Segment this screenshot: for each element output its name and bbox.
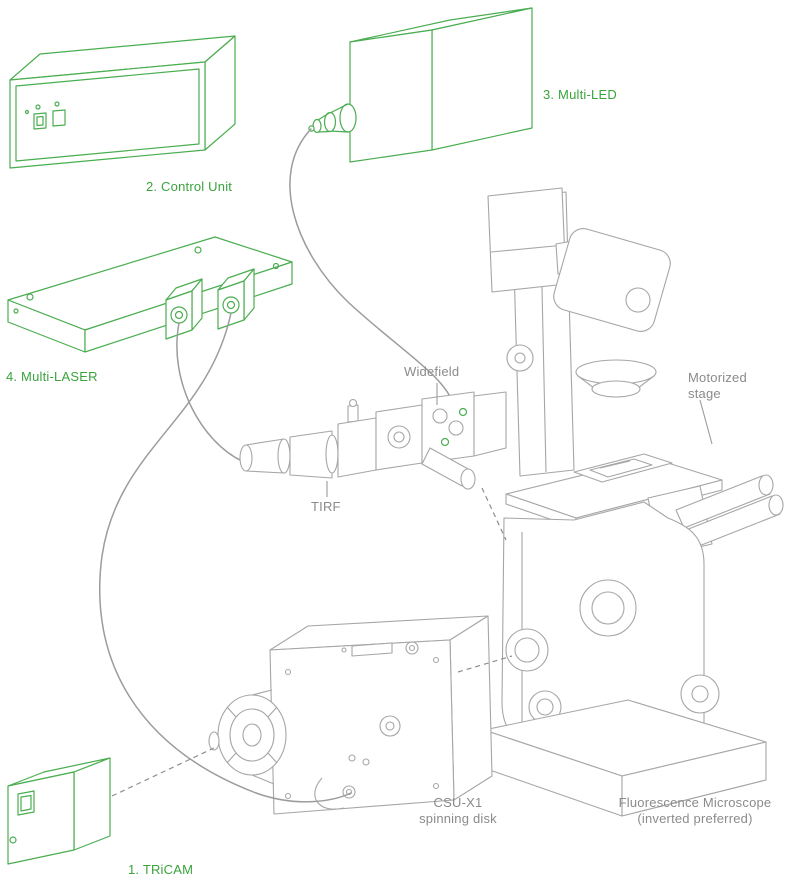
- csu-label: CSU-X1 spinning disk: [398, 795, 518, 827]
- multi-laser-illustration: [7, 236, 293, 353]
- motorized-stage-label: Motorized stage: [688, 370, 747, 402]
- tricam-illustration: [7, 757, 111, 865]
- multi-led-illustration: [308, 7, 533, 163]
- tirf-label: TIRF: [311, 499, 341, 514]
- dashed-connector-tricam-csu: [111, 747, 215, 797]
- csu-label-line1: CSU-X1: [433, 795, 483, 810]
- control-unit-illustration: [9, 35, 236, 169]
- csu-illustration: [208, 615, 493, 815]
- fluorescence-microscope-label-line2: (inverted preferred): [637, 810, 753, 826]
- motorized-stage-label-line2: stage: [688, 385, 721, 401]
- motorized-stage-leader-line: [699, 399, 713, 445]
- illumination-arm-illustration: [239, 391, 507, 490]
- multi-led-label: 3. Multi-LED: [543, 87, 617, 102]
- control-unit-label: 2. Control Unit: [146, 179, 233, 194]
- tricam-label: 1. TRiCAM: [128, 862, 194, 877]
- widefield-label: Widefield: [404, 364, 460, 379]
- microscope-illustration: [483, 187, 784, 817]
- fluorescence-microscope-label-line1: Fluorescence Microscope: [618, 795, 772, 810]
- motorized-stage-label-line1: Motorized: [688, 370, 747, 385]
- fiber-cable-led-to-widefield: [289, 128, 456, 409]
- csu-label-line2: spinning disk: [419, 810, 497, 826]
- fiber-cable-laser-to-csu: [98, 312, 352, 803]
- fluorescence-microscope-label: Fluorescence Microscope (inverted prefer…: [602, 795, 788, 827]
- fiber-cable-laser-to-tirf: [176, 322, 243, 462]
- dashed-connector-csu-microscope: [457, 655, 513, 673]
- dashed-connector-arm-microscope: [481, 487, 507, 541]
- multi-laser-label: 4. Multi-LASER: [6, 369, 98, 384]
